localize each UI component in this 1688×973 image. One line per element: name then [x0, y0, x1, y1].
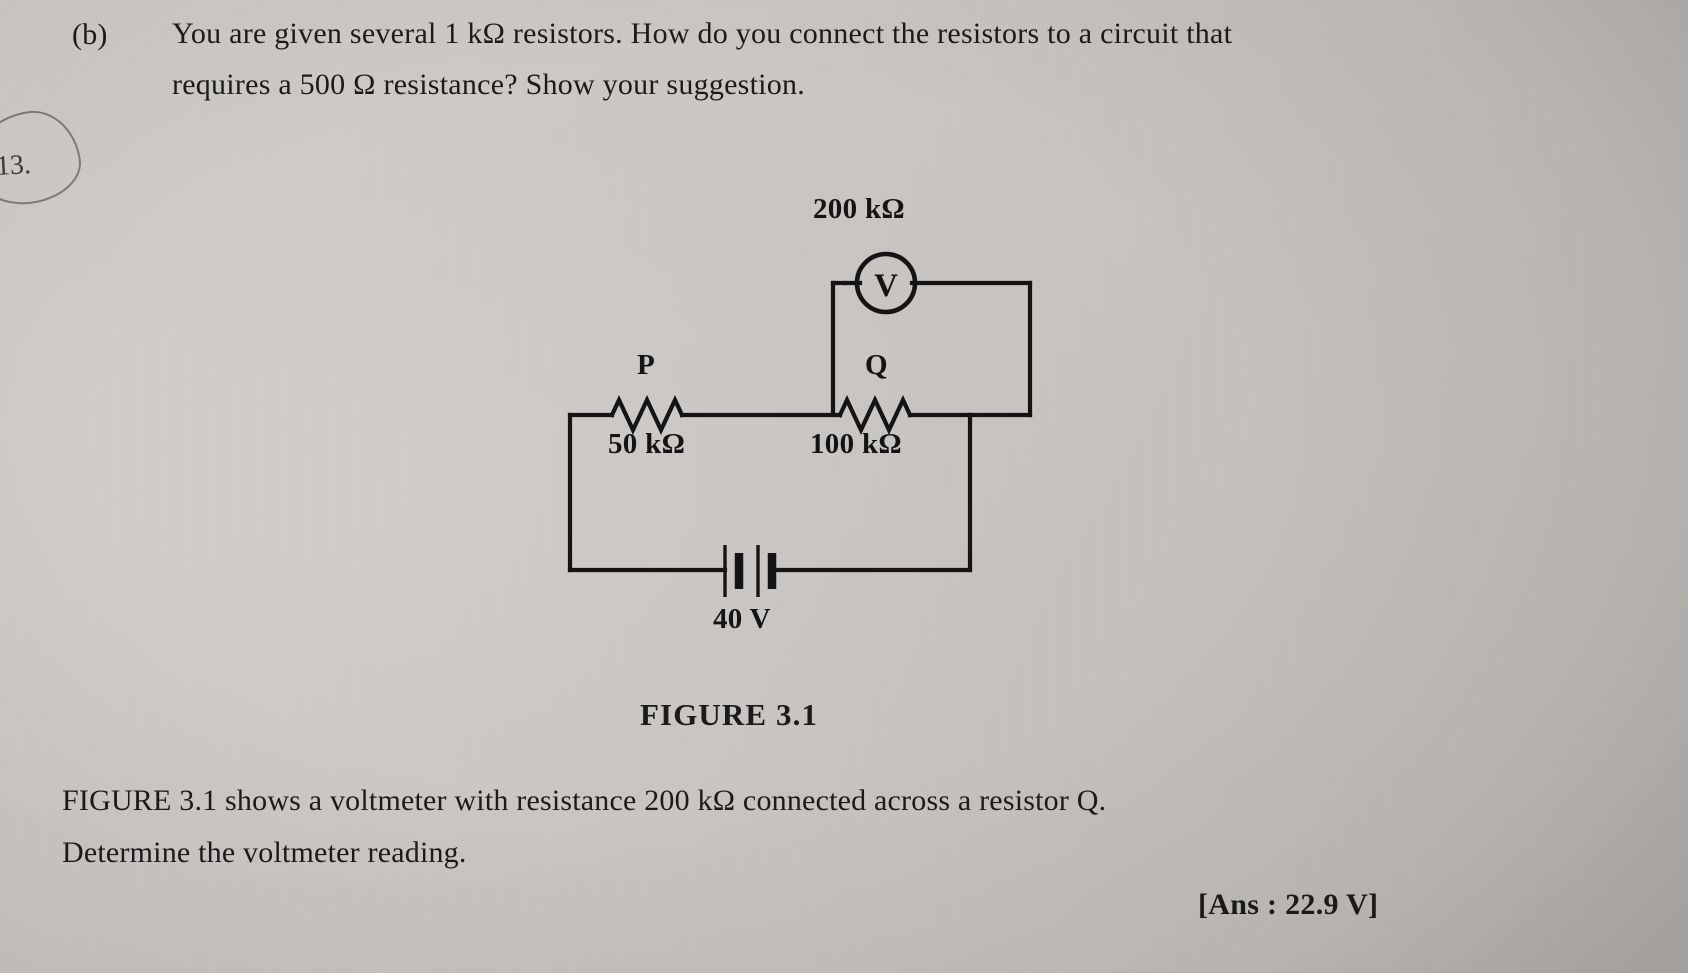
circuit-diagram: V 200 kΩ P 50 kΩ Q 100 kΩ 40 V: [520, 185, 1120, 665]
circuit-svg: V: [567, 251, 1033, 597]
question-b-line2: requires a 500 Ω resistance? Show your s…: [172, 68, 805, 101]
resistor-q-zigzag: [837, 395, 913, 435]
question-b-label: (b): [72, 18, 108, 51]
voltmeter-circle: [854, 251, 918, 315]
battery-voltage-label: 40 V: [713, 603, 771, 635]
question-13-line2: Determine the voltmeter reading.: [62, 836, 467, 869]
question-13-number: 13.: [0, 149, 32, 182]
resistor-q-name: Q: [865, 349, 888, 381]
question-b-line1: You are given several 1 kΩ resistors. Ho…: [172, 17, 1233, 50]
battery-symbol: [723, 545, 777, 597]
figure-caption: FIGURE 3.1: [640, 697, 819, 732]
handwritten-question-number: 13.: [0, 104, 86, 212]
answer-key: [Ans : 22.9 V]: [1198, 888, 1379, 921]
voltmeter-resistance-label: 200 kΩ: [813, 193, 905, 225]
question-13-line1: FIGURE 3.1 shows a voltmeter with resist…: [62, 784, 1107, 817]
resistor-p-zigzag: [609, 395, 685, 435]
resistor-p-name: P: [637, 349, 655, 381]
resistor-q-value: 100 kΩ: [810, 428, 902, 460]
resistor-p-value: 50 kΩ: [608, 428, 686, 460]
voltmeter-v-glyph: V: [874, 268, 898, 304]
